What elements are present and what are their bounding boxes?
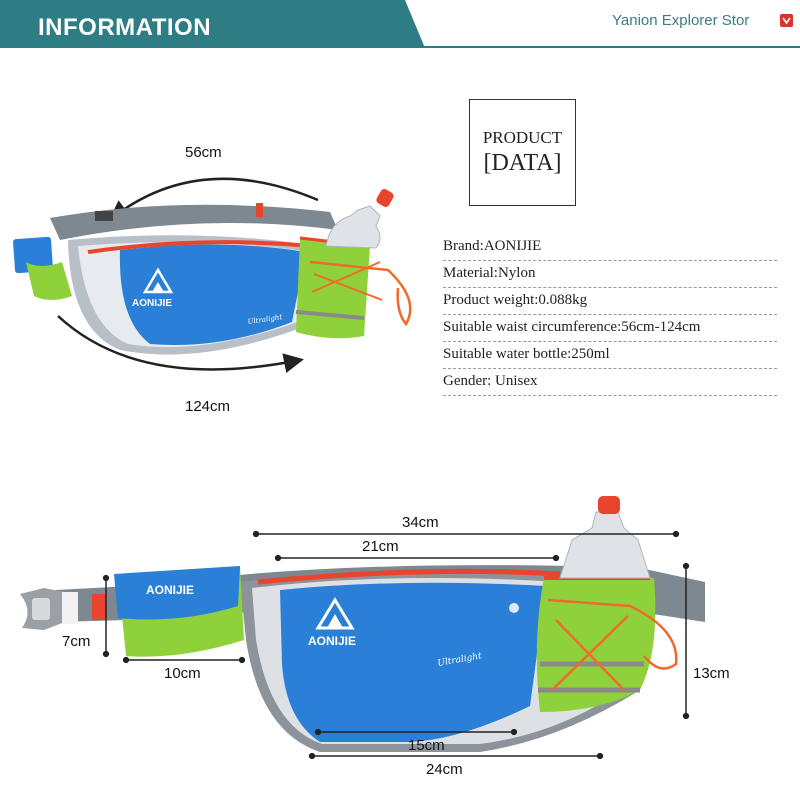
dim-belt-max: 124cm	[185, 398, 231, 415]
dim-15: 15cm	[408, 737, 445, 754]
spec-material: Material:Nylon	[443, 261, 777, 288]
pocket-brand: AONIJIE	[146, 583, 194, 597]
top-bag-brand: AONIJIE	[132, 298, 172, 309]
header-bar	[0, 0, 800, 48]
product-box-line2: [DATA]	[483, 150, 562, 176]
page-title: INFORMATION	[38, 14, 212, 41]
spec-bottle: Suitable water bottle:250ml	[443, 342, 777, 369]
spec-weight: Product weight:0.088kg	[443, 288, 777, 315]
dim-belt-min: 56cm	[185, 144, 222, 161]
dim-13: 13cm	[693, 665, 730, 682]
dim-24: 24cm	[426, 761, 463, 778]
dim-21: 21cm	[362, 538, 399, 555]
spec-list: Brand:AONIJIE Material:Nylon Product wei…	[443, 234, 777, 396]
bottom-bag-brand: AONIJIE	[308, 634, 356, 648]
bottom-bag-image: AONIJIE Ultralight AONIJIE	[20, 496, 705, 752]
product-data-box: PRODUCT [DATA]	[469, 99, 576, 206]
store-logo-icon	[780, 14, 793, 27]
dim-34: 34cm	[402, 514, 439, 531]
product-box-line1: PRODUCT	[482, 128, 563, 147]
spec-gender: Gender: Unisex	[443, 369, 777, 396]
dimension-lines	[102, 530, 690, 760]
spec-brand: Brand:AONIJIE	[443, 234, 777, 261]
dim-10: 10cm	[164, 665, 201, 682]
dim-7: 7cm	[62, 633, 91, 650]
header-bar-shape	[0, 0, 800, 48]
spec-waist: Suitable waist circumference:56cm-124cm	[443, 315, 777, 342]
top-bag-image: AONIJIE Ultralight	[13, 177, 412, 373]
store-name[interactable]: Yanion Explorer Stor	[612, 12, 750, 29]
